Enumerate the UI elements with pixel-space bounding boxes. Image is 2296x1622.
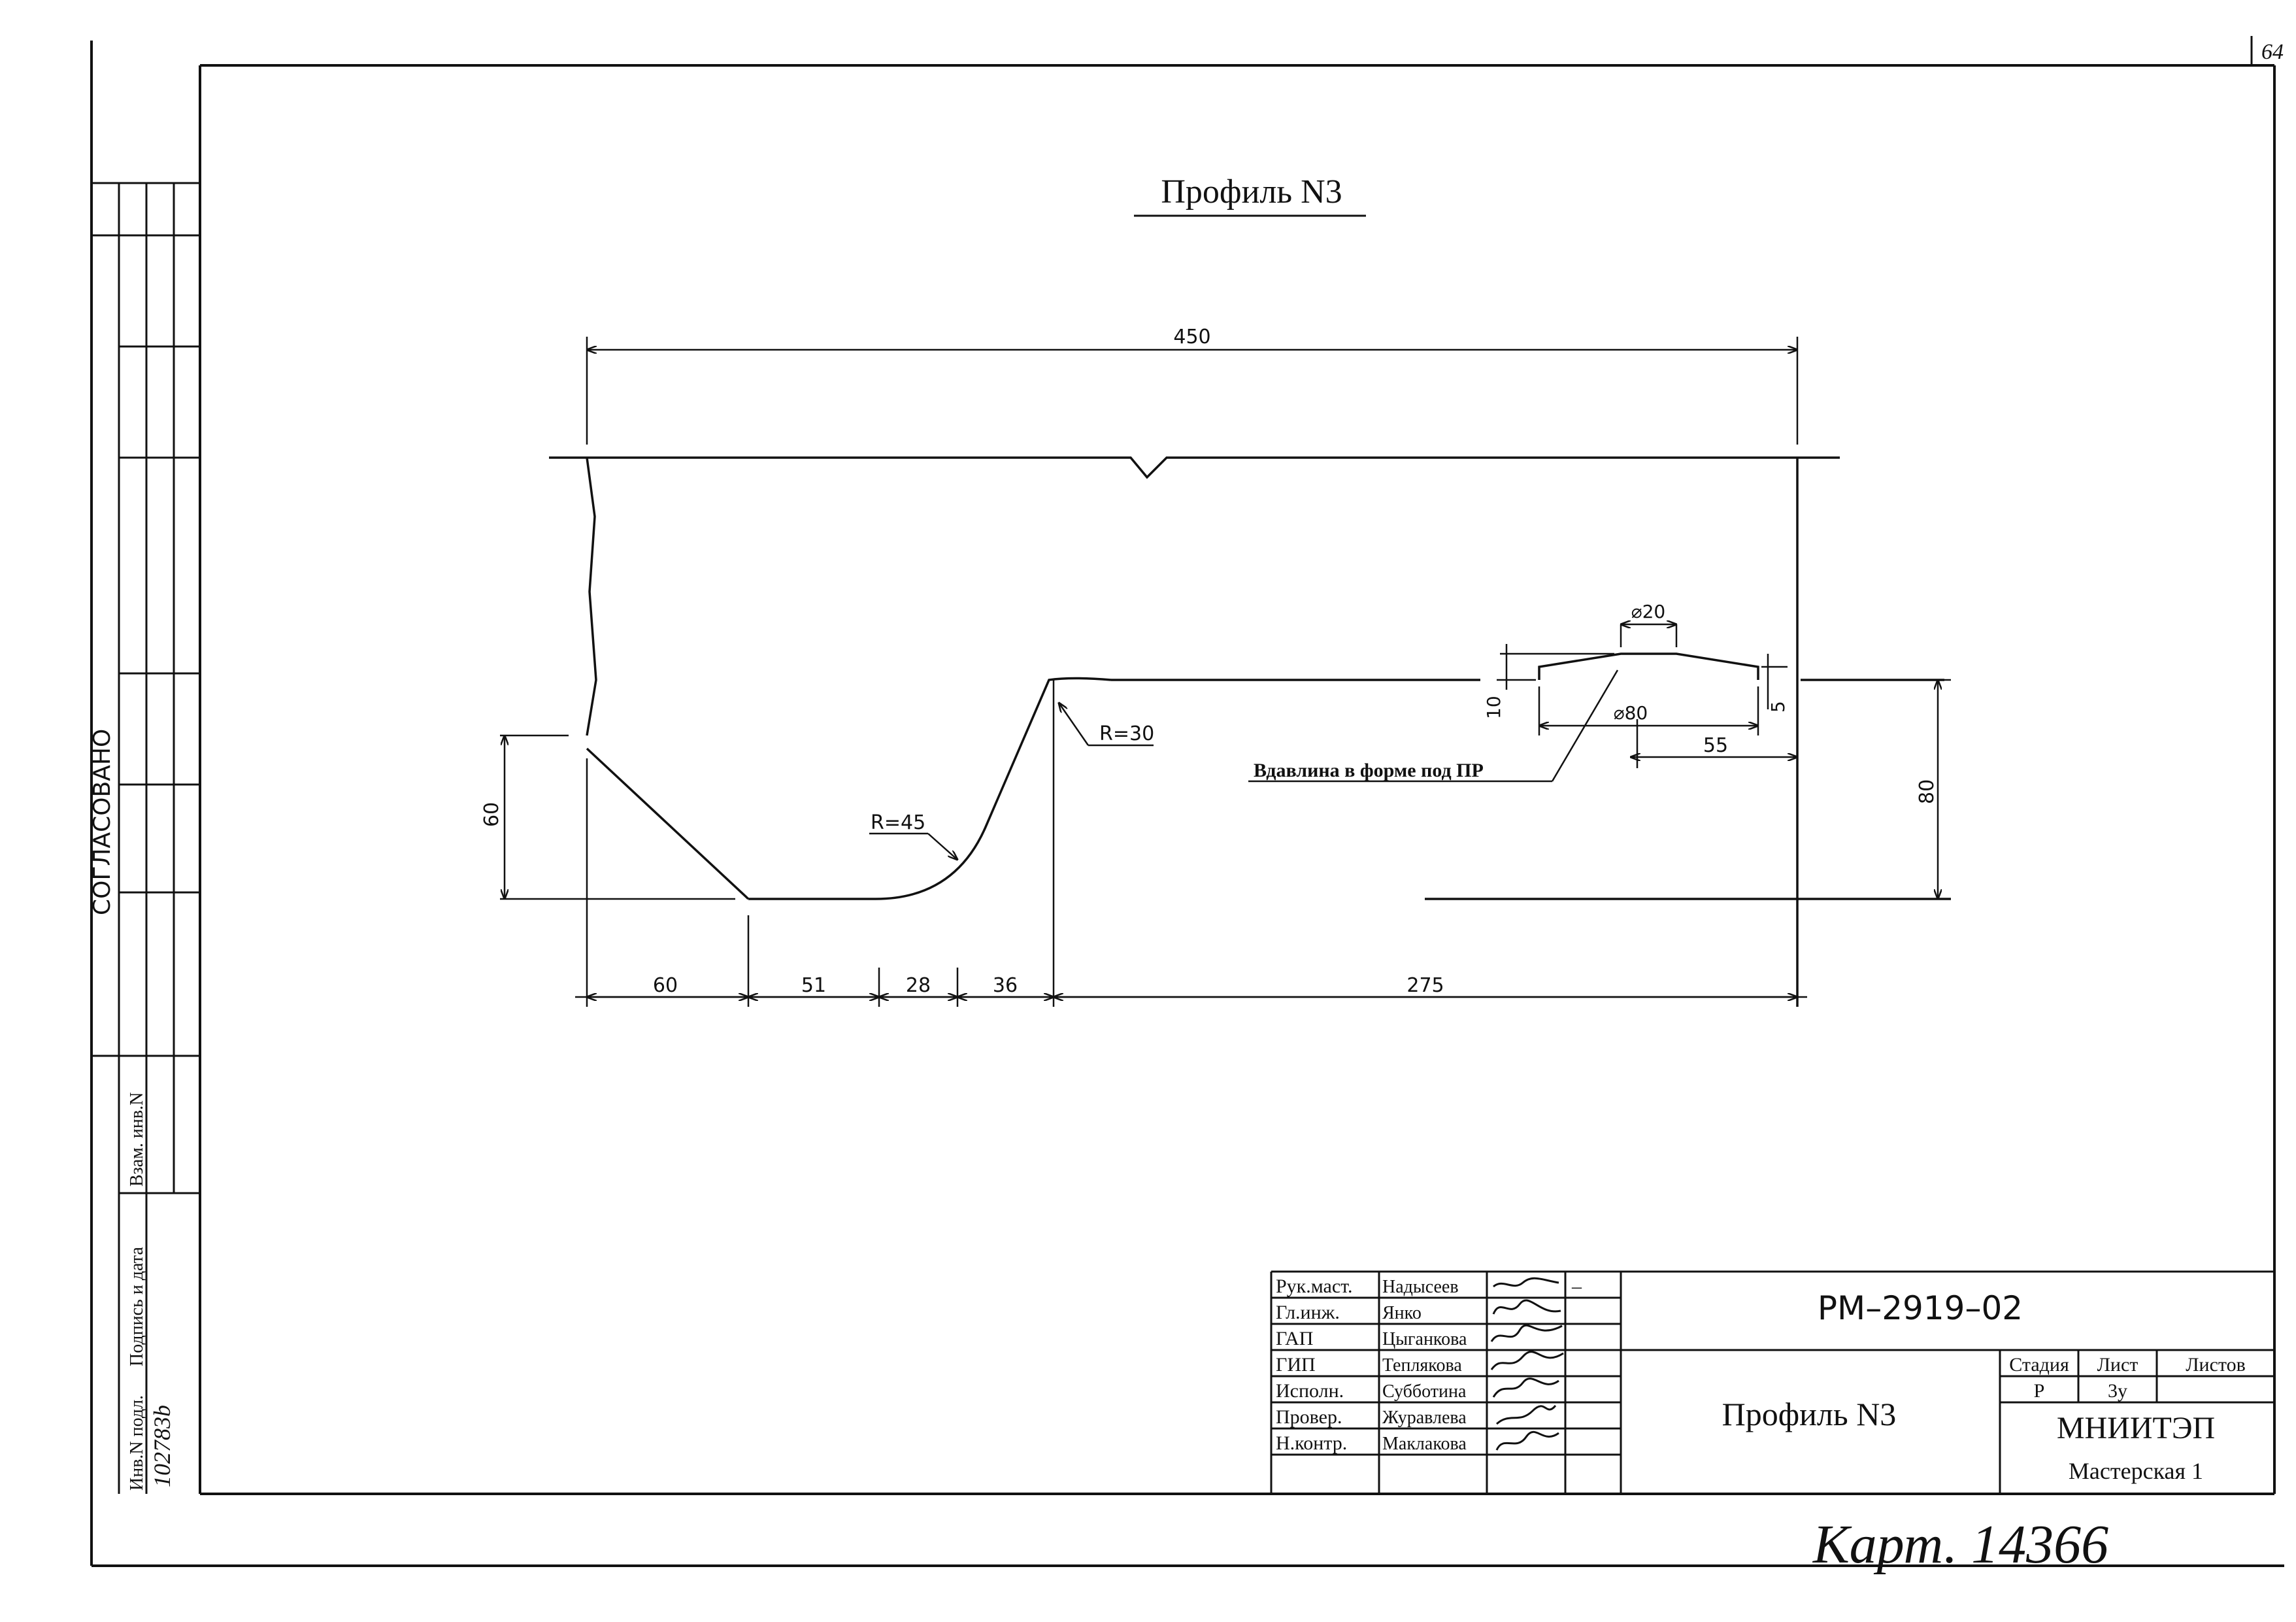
role-name: Субботина xyxy=(1382,1381,1467,1402)
title-block-grid xyxy=(1270,1270,2274,1494)
role-label: Провер. xyxy=(1276,1406,1342,1428)
handwritten-note: Карт. 14366 xyxy=(1812,1514,2108,1575)
dim-55: 55 xyxy=(1703,734,1728,757)
profile-contour xyxy=(549,456,1951,1007)
role-label: Рук.маст. xyxy=(1276,1276,1353,1297)
sheet-value: 3у xyxy=(2108,1380,2127,1402)
dash-mark: – xyxy=(1571,1276,1582,1297)
side-col-inv: Инв.N подл. xyxy=(127,1395,147,1491)
agreed-label: СОГЛАСОВАНО xyxy=(89,729,116,915)
role-name: Цыганкова xyxy=(1382,1329,1467,1349)
dim-overall: 450 xyxy=(1173,326,1210,348)
sheets-label: Листов xyxy=(2186,1354,2246,1376)
dim-d80: ⌀80 xyxy=(1614,702,1648,724)
role-name: Янко xyxy=(1382,1303,1422,1323)
sheet-label: Лист xyxy=(2097,1354,2138,1376)
bottom-dim-36: 36 xyxy=(993,974,1018,997)
recess-note: Вдавлина в форме под ПР xyxy=(1254,760,1484,781)
role-name: Надысеев xyxy=(1382,1277,1459,1297)
bottom-dim-275: 275 xyxy=(1406,974,1444,997)
role-name: Теплякова xyxy=(1382,1355,1462,1376)
side-inv-number: 102783b xyxy=(149,1405,175,1487)
side-col-sign: Подпись и дата xyxy=(127,1247,147,1366)
doc-code: РМ–2919–02 xyxy=(1818,1289,2023,1327)
dimension-lines xyxy=(500,337,1951,1007)
radius-45-label: R=45 xyxy=(871,811,925,834)
dim-height-80: 80 xyxy=(1916,779,1938,804)
dim-10: 10 xyxy=(1483,696,1505,719)
role-name: Маклакова xyxy=(1382,1434,1467,1454)
sheet-frame xyxy=(90,36,2284,1567)
role-label: Н.контр. xyxy=(1276,1432,1347,1454)
side-stamp xyxy=(92,182,200,1494)
dim-height-60: 60 xyxy=(480,802,503,827)
radius-30-label: R=30 xyxy=(1099,722,1154,745)
side-col-replace: Взам. инв.N xyxy=(127,1092,147,1187)
workshop: Мастерская 1 xyxy=(2069,1458,2203,1484)
role-label: Исполн. xyxy=(1276,1380,1344,1402)
organization: МНИИТЭП xyxy=(2057,1411,2215,1445)
drawing-title: Профиль N3 xyxy=(1161,173,1342,211)
stage-value: Р xyxy=(2034,1380,2045,1402)
role-label: ГАП xyxy=(1276,1328,1313,1349)
bottom-dim-60: 60 xyxy=(653,974,678,997)
sheet-title: Профиль N3 xyxy=(1722,1396,1897,1432)
bottom-dim-51: 51 xyxy=(801,974,826,997)
signatures xyxy=(1490,1277,1564,1451)
title-block-roles: Рук.маст. Надысеев Гл.инж. Янко ГАП Цыга… xyxy=(1276,1276,1582,1454)
dim-5: 5 xyxy=(1767,701,1789,713)
sheet-number: 64 xyxy=(2261,40,2284,64)
role-name: Журавлева xyxy=(1382,1408,1467,1428)
dim-d20: ⌀20 xyxy=(1631,601,1666,622)
role-label: ГИП xyxy=(1276,1354,1316,1376)
bottom-dim-28: 28 xyxy=(906,974,931,997)
stage-label: Стадия xyxy=(2009,1354,2069,1376)
role-label: Гл.инж. xyxy=(1276,1302,1340,1323)
